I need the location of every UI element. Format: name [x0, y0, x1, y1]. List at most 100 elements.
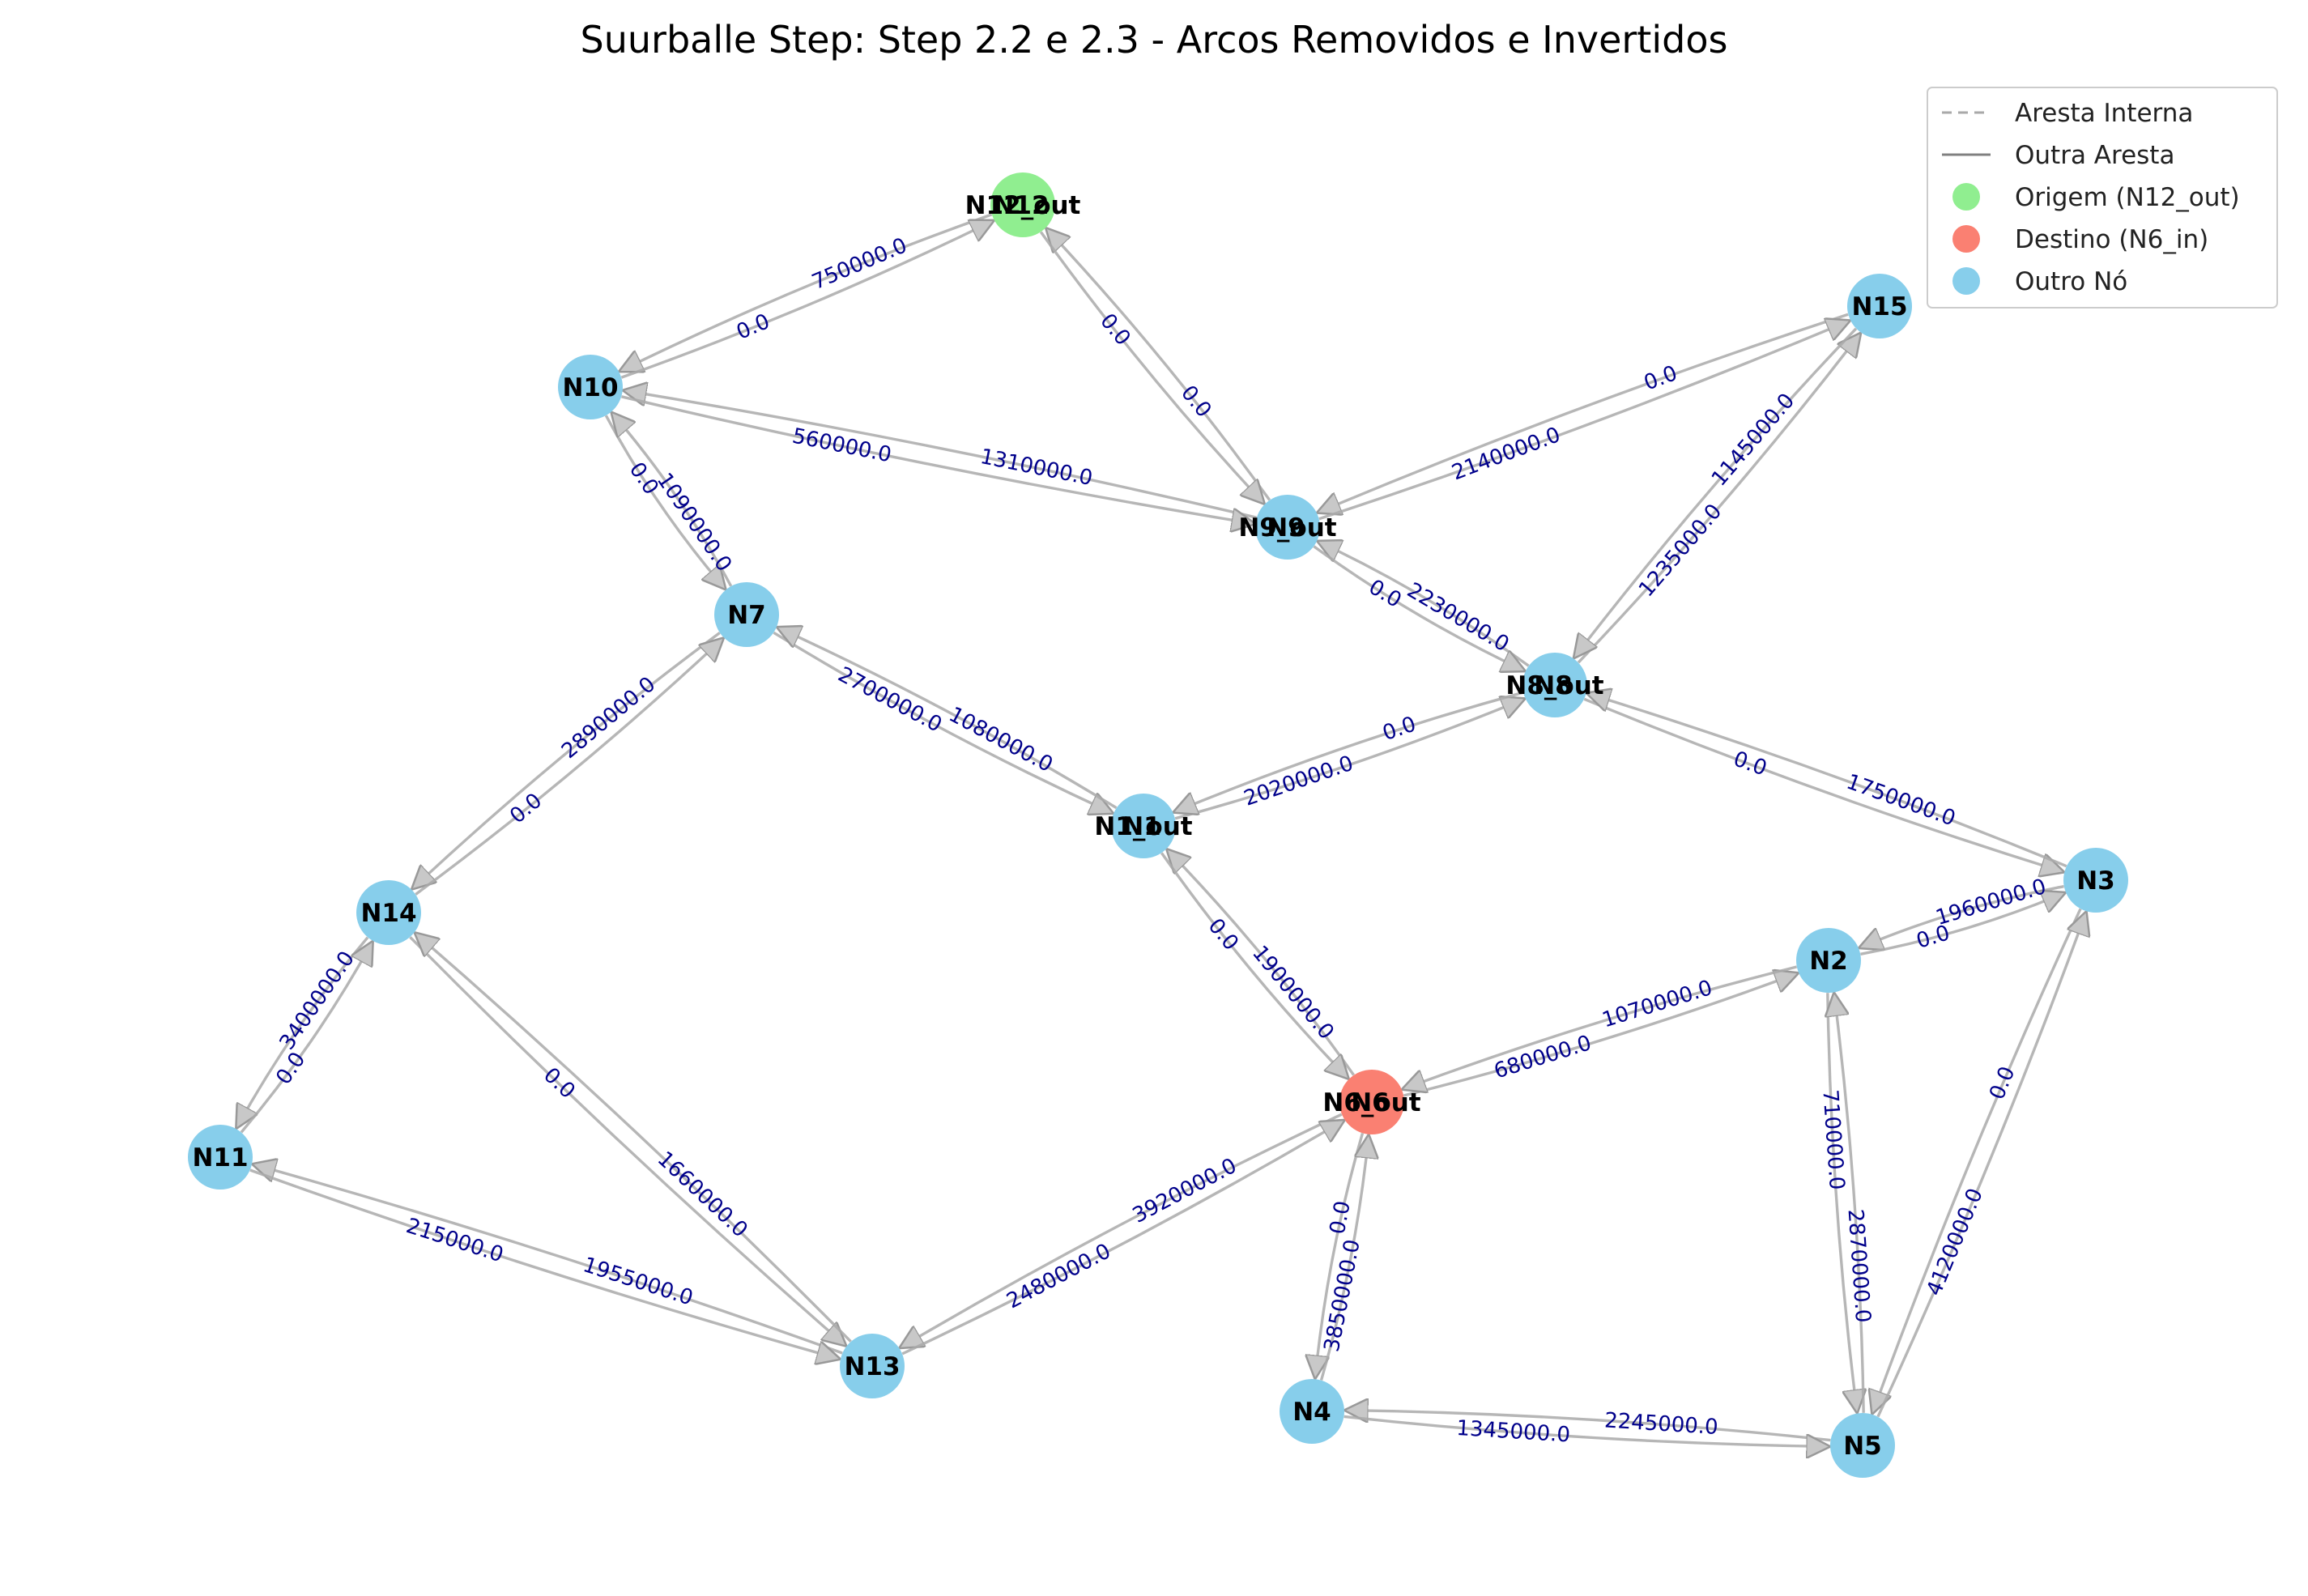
- node-N9-circle: [1255, 495, 1320, 560]
- edge-weight-label: 0.0: [1203, 914, 1243, 955]
- edge-weight-label: 3920000.0: [1129, 1154, 1241, 1228]
- edge-N3-N8: [1588, 693, 2067, 868]
- edge-N7-N14: [413, 632, 721, 889]
- edge-N12-N10: [620, 213, 993, 371]
- node-N13-circle: [840, 1334, 905, 1398]
- legend-item-origin: Origem (N12_out): [1952, 183, 2240, 212]
- node-N12-label: N12_out: [965, 191, 1081, 220]
- node-N10-label: N10: [562, 373, 618, 402]
- node-N8-label: N8: [1534, 671, 1573, 700]
- legend-destination-dot: [1952, 225, 1980, 253]
- edge-N8-N1: [1174, 691, 1524, 811]
- edge-weight-label: 750000.0: [808, 233, 910, 295]
- edge-N11-N14: [240, 943, 372, 1134]
- edge-N1-N6: [1160, 852, 1348, 1078]
- edge-N3-N2: [1860, 884, 2064, 947]
- node-N1-label: N1: [1122, 812, 1161, 841]
- edges-layer: [237, 213, 2086, 1447]
- edge-N6-N4: [1315, 1133, 1365, 1377]
- edge-N12-N9: [1039, 231, 1263, 503]
- legend-label: Aresta Interna: [2015, 99, 2193, 128]
- edge-weight-label: 2020000.0: [1241, 751, 1356, 811]
- node-N8-circle: [1522, 653, 1587, 717]
- edge-N8-N9: [1318, 542, 1530, 667]
- node-N9-label: N9_out: [1238, 513, 1336, 543]
- edge-N7-N10: [612, 413, 733, 587]
- edge-N9-N12: [1047, 229, 1271, 501]
- legend-item-other-edge: Outra Aresta: [1942, 141, 2174, 170]
- edge-weight-label: 2890000.0: [557, 672, 660, 764]
- edge-N9-N15: [1318, 321, 1849, 521]
- edge-N13-N14: [415, 934, 852, 1343]
- legend-item-other-node: Outro Nó: [1952, 267, 2127, 296]
- node-N5: N5: [1830, 1413, 1895, 1478]
- edge-weight-label: 1960000.0: [1933, 875, 2049, 930]
- edge-weight-label: 0.0: [1095, 309, 1135, 351]
- edge-weight-label: 1955000.0: [580, 1253, 696, 1310]
- edge-N14-N7: [415, 639, 722, 896]
- node-N10: N10: [558, 355, 623, 419]
- edge-N8-N3: [1583, 697, 2063, 871]
- edge-weight-label: 0.0: [1176, 381, 1216, 423]
- edge-N13-N6: [901, 1121, 1343, 1356]
- edge-N14-N13: [409, 936, 845, 1345]
- node-N4: N4: [1280, 1379, 1344, 1444]
- node-N1-label: N1_out: [1094, 812, 1192, 841]
- node-N6-label: N6: [1351, 1088, 1390, 1117]
- edge-weight-label: 2700000.0: [834, 662, 946, 738]
- node-N2-label: N2: [1809, 947, 1848, 976]
- node-N2-circle: [1796, 928, 1861, 993]
- node-N4-circle: [1280, 1379, 1344, 1444]
- node-N4-label: N4: [1292, 1398, 1331, 1427]
- edge-N15-N8: [1574, 327, 1858, 658]
- edge-N15-N9: [1318, 313, 1849, 512]
- node-N6-circle: [1339, 1070, 1404, 1134]
- node-N5-label: N5: [1843, 1432, 1882, 1461]
- edge-weight-label: 4120000.0: [1923, 1185, 1988, 1299]
- edge-weight-label: 2245000.0: [1603, 1408, 1718, 1440]
- edge-weight-label: 2870000.0: [1842, 1208, 1875, 1323]
- edge-N1-N8: [1174, 699, 1523, 820]
- edge-weight-label: 2140000.0: [1449, 423, 1564, 485]
- node-N15-circle: [1847, 274, 1912, 338]
- node-N1-circle: [1111, 794, 1176, 858]
- chart-title: Suurballe Step: Step 2.2 e 2.3 - Arcos R…: [581, 18, 1728, 62]
- edge-N2-N6: [1403, 965, 1798, 1089]
- node-N7-circle: [714, 582, 779, 647]
- node-N6-label: N6_out: [1322, 1088, 1420, 1117]
- node-N3: N3: [2063, 848, 2128, 913]
- legend: Aresta Interna Outra Aresta Origem (N12_…: [1927, 87, 2278, 309]
- edge-weight-label: 710000.0: [1817, 1089, 1849, 1191]
- node-N7-label: N7: [727, 601, 766, 630]
- edge-N6-N1: [1168, 850, 1355, 1076]
- legend-label: Outra Aresta: [2015, 141, 2174, 170]
- edge-weight-label: 0.0: [1326, 1199, 1356, 1236]
- edge-N5-N2: [1834, 994, 1865, 1413]
- nodes-layer: N12_outN12N10N15N9_outN9N7N8_outN8N1_out…: [188, 172, 2128, 1478]
- legend-origin-dot: [1952, 183, 1980, 211]
- edge-weight-label: 2480000.0: [1003, 1239, 1114, 1313]
- node-N15-label: N15: [1851, 292, 1907, 321]
- node-N9-label: N9: [1267, 513, 1305, 543]
- edge-weight-label: 2230000.0: [1403, 578, 1513, 657]
- node-N11: N11: [188, 1125, 253, 1190]
- edge-N4-N5: [1343, 1415, 1829, 1446]
- node-N3-circle: [2063, 848, 2128, 913]
- legend-label: Origem (N12_out): [2015, 183, 2240, 212]
- edge-weight-label: 1660000.0: [653, 1147, 752, 1242]
- edge-weight-label: 1235000.0: [1634, 500, 1727, 602]
- legend-item-destination: Destino (N6_in): [1952, 225, 2208, 254]
- edge-N1-N7: [778, 628, 1118, 810]
- edge-weight-label: 0.0: [1365, 575, 1406, 613]
- node-N14: N14: [356, 880, 421, 945]
- edge-weight-label: 1145000.0: [1707, 389, 1799, 491]
- edge-weight-label: 0.0: [505, 789, 547, 829]
- node-N14-label: N14: [360, 899, 416, 928]
- node-N15: N15: [1847, 274, 1912, 338]
- edge-N3-N5: [1872, 908, 2082, 1412]
- edge-N4-N6: [1319, 1136, 1369, 1381]
